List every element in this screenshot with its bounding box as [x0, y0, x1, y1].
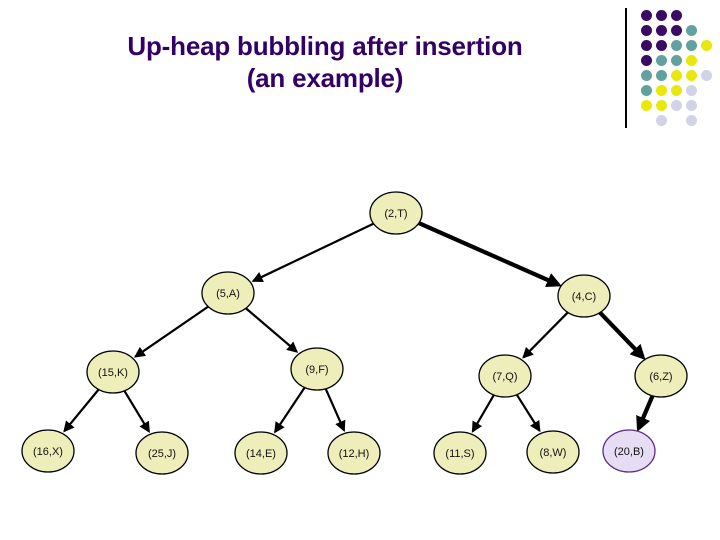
tree-node-shape: [234, 431, 288, 475]
tree-edge: [471, 394, 495, 433]
tree-edge: [274, 386, 306, 434]
tree-node[interactable]: (7,Q): [478, 354, 532, 398]
tree-node-label: (7,Q): [492, 371, 517, 383]
tree-node-shape: [602, 429, 656, 473]
deco-dot: [656, 115, 667, 126]
tree-edge: [63, 388, 100, 433]
deco-dot: [671, 25, 682, 36]
tree-node-shape: [634, 354, 688, 398]
deco-dot: [686, 55, 697, 66]
deco-dot: [671, 40, 682, 51]
deco-dot: [671, 100, 682, 111]
deco-dot: [641, 40, 652, 51]
deco-dot: [656, 25, 667, 36]
tree-node-shape: [290, 347, 344, 391]
tree-node[interactable]: (2,T): [369, 191, 423, 235]
tree-edge: [133, 305, 209, 358]
tree-node-label: (12,H): [339, 448, 370, 460]
tree-edge: [123, 390, 150, 433]
deco-dot: [701, 70, 712, 81]
tree-node-label: (15,K): [98, 367, 128, 379]
tree-edge: [636, 395, 655, 432]
tree-node[interactable]: (6,Z): [634, 354, 688, 398]
tree-node-shape: [201, 271, 255, 315]
deco-dot: [641, 70, 652, 81]
deco-dot: [686, 25, 697, 36]
deco-dot: [701, 40, 712, 51]
deco-dot: [686, 100, 697, 111]
deco-dot: [641, 55, 652, 66]
deco-dot: [671, 10, 682, 21]
deco-dot: [656, 85, 667, 96]
tree-node[interactable]: (20,B): [602, 429, 656, 473]
tree-node[interactable]: (9,F): [290, 347, 344, 391]
vertical-rule-divider: [625, 8, 627, 128]
tree-edge: [245, 307, 299, 353]
title-line-1: Up-heap bubbling after insertion: [127, 31, 523, 61]
deco-dot: [686, 85, 697, 96]
tree-node-label: (9,F): [305, 364, 328, 376]
tree-node-label: (20,B): [614, 446, 644, 458]
tree-node-label: (2,T): [384, 208, 407, 220]
tree-node-label: (25,J): [148, 448, 176, 460]
tree-edge: [417, 221, 562, 288]
tree-node[interactable]: (11,S): [433, 431, 487, 475]
tree-node-shape: [478, 354, 532, 398]
tree-node-shape: [86, 350, 140, 394]
deco-dot: [656, 10, 667, 21]
tree-node-shape: [557, 274, 611, 318]
tree-node-label: (6,Z): [649, 371, 672, 383]
deco-dot: [686, 115, 697, 126]
deco-dot: [671, 55, 682, 66]
tree-edge: [251, 222, 375, 283]
deco-dot: [656, 70, 667, 81]
tree-node-label: (14,E): [246, 448, 276, 460]
tree-node-label: (4,C): [572, 291, 596, 303]
tree-node-shape: [433, 431, 487, 475]
tree-node-shape: [327, 431, 381, 475]
deco-dot: [656, 100, 667, 111]
title-line-2: (an example): [246, 63, 404, 94]
tree-node-layer: (2,T) (5,A) (4,C) (15,K) (9,F) (7,Q) (6,Z) (16,…: [21, 191, 688, 475]
deco-dot: [671, 85, 682, 96]
tree-node-shape: [369, 191, 423, 235]
dot-grid-motif: [621, 4, 720, 129]
deco-dot: [641, 85, 652, 96]
tree-node-label: (11,S): [445, 448, 474, 460]
deco-dot: [686, 70, 697, 81]
tree-node[interactable]: (16,X): [21, 429, 75, 473]
deco-dot: [686, 40, 697, 51]
tree-node-label: (16,X): [33, 446, 63, 458]
tree-node-shape: [135, 431, 189, 475]
deco-dot: [671, 70, 682, 81]
tree-node[interactable]: (5,A): [201, 271, 255, 315]
tree-node-shape: [21, 429, 75, 473]
tree-node-label: (5,A): [216, 288, 240, 300]
tree-node-label: (8,W): [540, 447, 567, 459]
deco-dot: [656, 55, 667, 66]
page-title: Up-heap bubbling after insertion (an exa…: [40, 30, 610, 94]
tree-edge: [522, 311, 569, 359]
tree-node[interactable]: (8,W): [526, 430, 580, 474]
tree-node[interactable]: (15,K): [86, 350, 140, 394]
deco-dot: [641, 10, 652, 21]
deco-dot: [641, 100, 652, 111]
tree-edge-layer: [63, 221, 655, 434]
tree-node[interactable]: (14,E): [234, 431, 288, 475]
tree-node-shape: [526, 430, 580, 474]
tree-node[interactable]: (12,H): [327, 431, 381, 475]
tree-edge: [324, 388, 346, 432]
tree-node[interactable]: (4,C): [557, 274, 611, 318]
tree-edge: [515, 394, 541, 433]
tree-node[interactable]: (25,J): [135, 431, 189, 475]
deco-dot: [656, 40, 667, 51]
tree-edge: [598, 311, 646, 360]
deco-dot: [641, 25, 652, 36]
